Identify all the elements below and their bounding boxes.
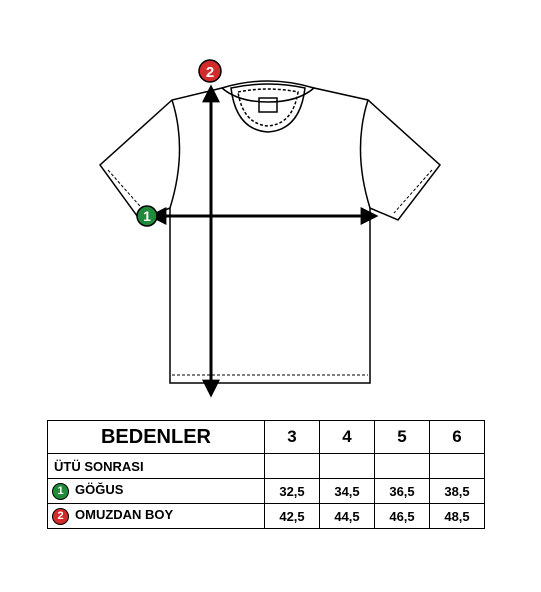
empty-cell — [374, 453, 430, 479]
table-row: 1 GÖĞUS 32,5 34,5 36,5 38,5 — [47, 478, 485, 504]
size-header-6: 6 — [429, 420, 485, 454]
row-label-text: GÖĞUS — [75, 482, 124, 498]
table-subtitle: ÜTÜ SONRASI — [47, 453, 265, 479]
tshirt-label — [258, 97, 278, 113]
size-chart-table: BEDENLER 3 4 5 6 ÜTÜ SONRASI 1 GÖĞUS 32,5… — [47, 420, 485, 529]
size-header-5: 5 — [374, 420, 430, 454]
empty-cell — [319, 453, 375, 479]
size-header-4: 4 — [319, 420, 375, 454]
marker-1-number: 1 — [143, 208, 151, 224]
table-cell: 48,5 — [429, 503, 485, 529]
table-cell: 36,5 — [374, 478, 430, 504]
table-cell: 38,5 — [429, 478, 485, 504]
row-label-chest: 1 GÖĞUS — [47, 478, 265, 504]
marker-1: 1 — [136, 205, 158, 227]
table-row: 2 OMUZDAN BOY 42,5 44,5 46,5 48,5 — [47, 503, 485, 529]
tshirt-collar — [221, 80, 315, 133]
marker-2-badge: 2 — [52, 507, 69, 525]
table-cell: 32,5 — [264, 478, 320, 504]
table-cell: 34,5 — [319, 478, 375, 504]
table-title: BEDENLER — [47, 420, 265, 454]
marker-1-badge: 1 — [52, 482, 69, 500]
row-label-length: 2 OMUZDAN BOY — [47, 503, 265, 529]
empty-cell — [264, 453, 320, 479]
table-cell: 46,5 — [374, 503, 430, 529]
row-label-text: OMUZDAN BOY — [75, 507, 174, 523]
table-cell: 42,5 — [264, 503, 320, 529]
tshirt-diagram: 1 2 — [98, 59, 442, 398]
empty-cell — [429, 453, 485, 479]
marker-2: 2 — [198, 59, 222, 83]
table-subtitle-row: ÜTÜ SONRASI — [47, 453, 485, 479]
table-header-row: BEDENLER 3 4 5 6 — [47, 420, 485, 454]
marker-2-number: 2 — [206, 64, 214, 81]
size-header-3: 3 — [264, 420, 320, 454]
table-cell: 44,5 — [319, 503, 375, 529]
